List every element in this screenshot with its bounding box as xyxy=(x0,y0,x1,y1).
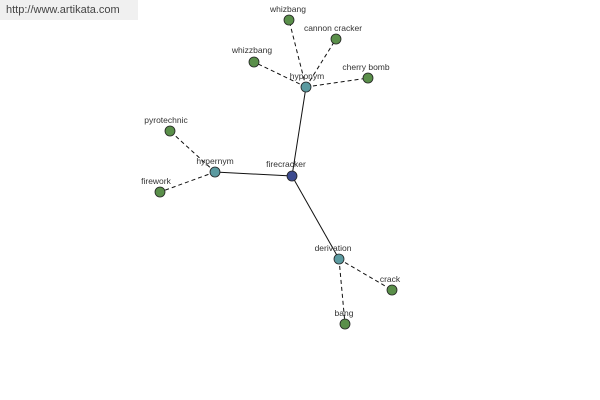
node-firecracker[interactable]: firecracker xyxy=(266,159,306,182)
edge-hyponym-cannon-cracker xyxy=(305,38,337,88)
node-cherry-bomb[interactable]: cherry bomb xyxy=(342,62,390,84)
node-pyrotechnic-label: pyrotechnic xyxy=(144,115,188,125)
node-firework-dot[interactable] xyxy=(154,186,166,198)
node-hypernym-label: hypernym xyxy=(196,156,233,166)
node-bang[interactable]: bang xyxy=(335,308,354,330)
node-crack[interactable]: crack xyxy=(380,274,401,296)
node-whizbang-label: whizbang xyxy=(269,4,306,14)
node-pyrotechnic-dot[interactable] xyxy=(164,125,176,137)
node-firecracker-dot[interactable] xyxy=(286,170,298,182)
node-whizzbang[interactable]: whizzbang xyxy=(231,45,272,68)
node-hyponym-dot[interactable] xyxy=(300,81,312,93)
node-derivation[interactable]: derivation xyxy=(315,243,352,265)
node-hypernym[interactable]: hypernym xyxy=(196,156,234,178)
node-firework-label: firework xyxy=(141,176,172,186)
site-url-link[interactable]: http://www.artikata.com xyxy=(0,0,138,20)
node-whizzbang-label: whizzbang xyxy=(231,45,272,55)
edge-firecracker-hyponym xyxy=(291,86,307,177)
edge-hyponym-whizbang xyxy=(288,19,307,88)
node-derivation-label: derivation xyxy=(315,243,352,253)
node-cannon-cracker-label: cannon cracker xyxy=(304,23,362,33)
node-firecracker-label: firecracker xyxy=(266,159,306,169)
node-whizbang-dot[interactable] xyxy=(283,14,295,26)
node-cannon-cracker[interactable]: cannon cracker xyxy=(304,23,362,45)
edge-firecracker-derivation xyxy=(291,175,340,260)
node-cannon-cracker-dot[interactable] xyxy=(330,33,342,45)
edge-derivation-crack xyxy=(338,258,393,291)
node-pyrotechnic[interactable]: pyrotechnic xyxy=(144,115,188,137)
node-crack-dot[interactable] xyxy=(386,284,398,296)
edge-hypernym-firework xyxy=(159,171,216,193)
node-hyponym[interactable]: hyponym xyxy=(290,71,325,93)
edge-hyponym-cherry-bomb xyxy=(305,77,369,88)
node-crack-label: crack xyxy=(380,274,401,284)
edge-firecracker-hypernym xyxy=(214,171,293,177)
node-whizzbang-dot[interactable] xyxy=(248,56,260,68)
node-cherry-bomb-label: cherry bomb xyxy=(342,62,390,72)
node-bang-dot[interactable] xyxy=(339,318,351,330)
node-bang-label: bang xyxy=(335,308,354,318)
node-firework[interactable]: firework xyxy=(141,176,172,198)
node-hypernym-dot[interactable] xyxy=(209,166,221,178)
edge-hyponym-whizzbang xyxy=(253,61,307,88)
node-derivation-dot[interactable] xyxy=(333,253,345,265)
edge-hypernym-pyrotechnic xyxy=(169,130,216,173)
node-cherry-bomb-dot[interactable] xyxy=(362,72,374,84)
node-whizbang[interactable]: whizbang xyxy=(269,4,306,26)
edge-derivation-bang xyxy=(338,258,346,325)
node-hyponym-label: hyponym xyxy=(290,71,325,81)
